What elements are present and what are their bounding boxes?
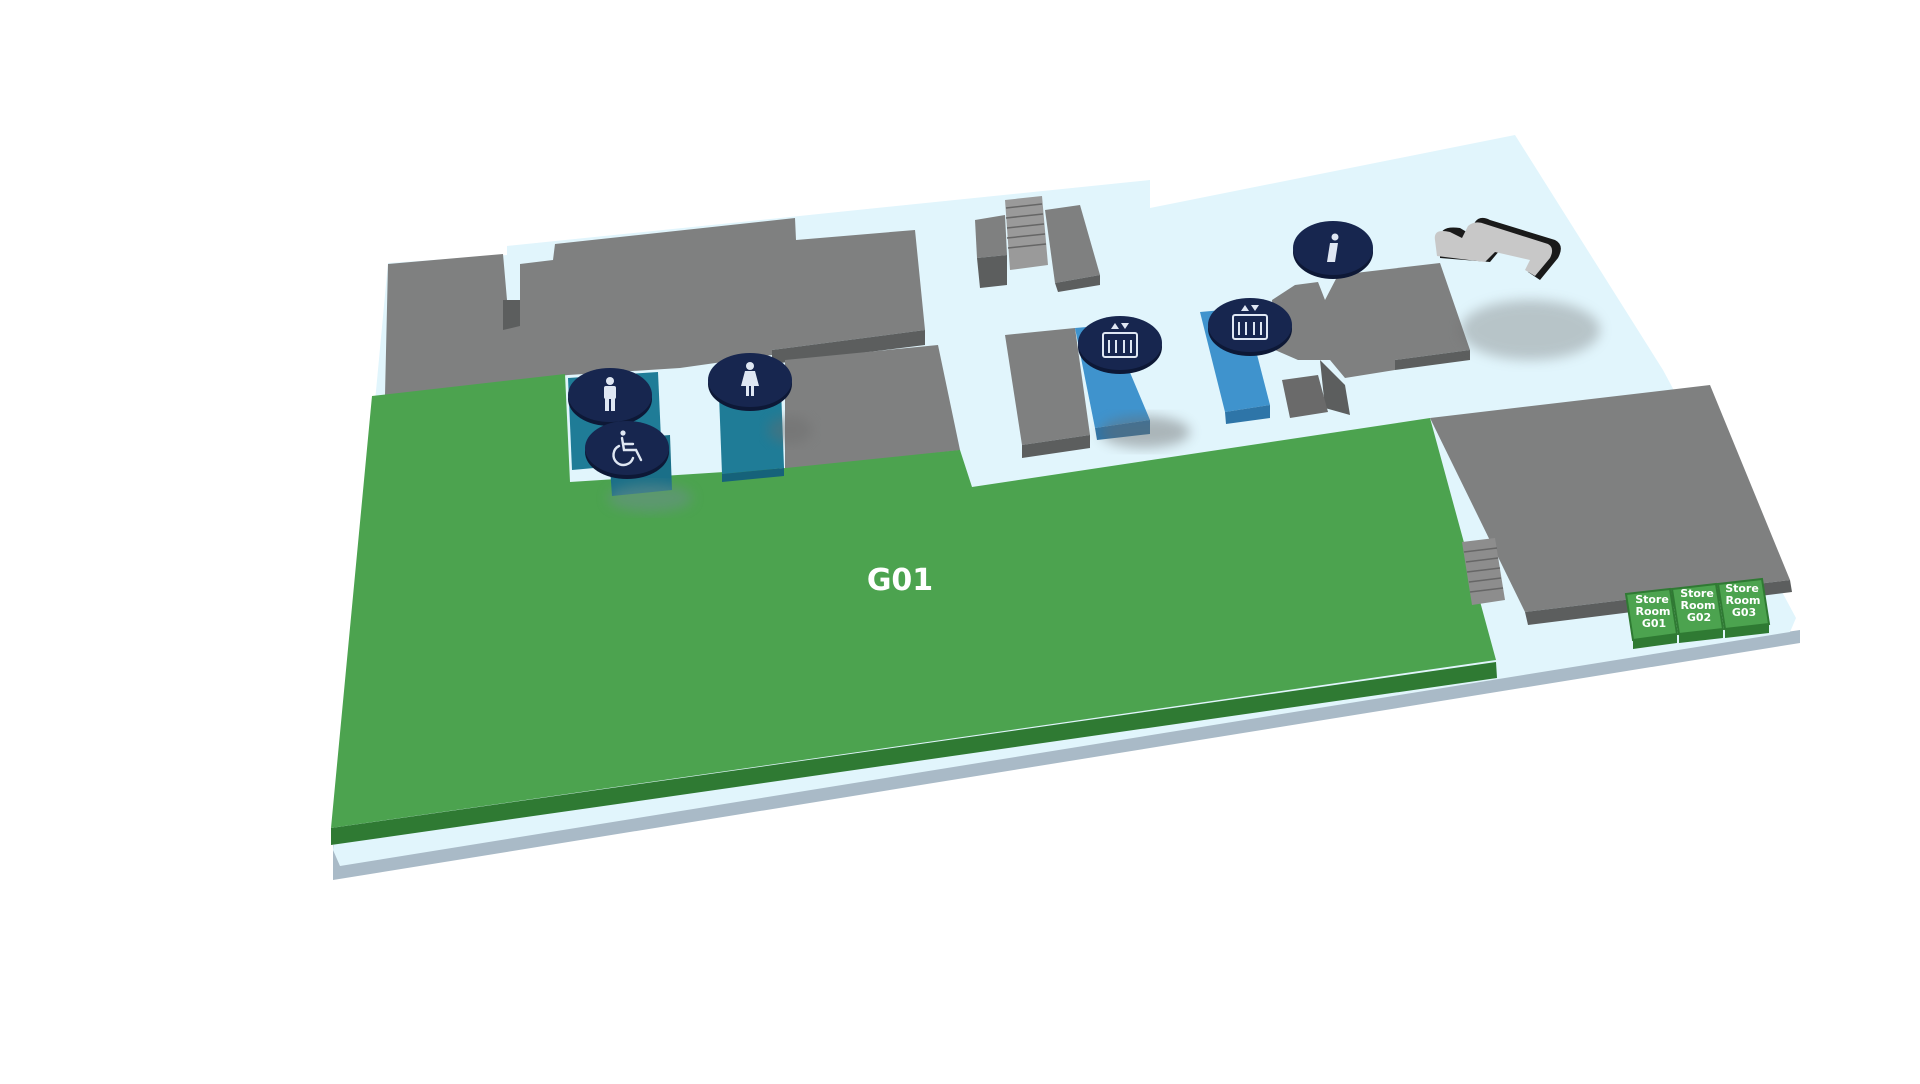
wall-block-info-area bbox=[1272, 263, 1470, 418]
svg-text:Store: Store bbox=[1725, 582, 1759, 595]
poi-lift-left[interactable] bbox=[1078, 316, 1162, 374]
svg-text:Store: Store bbox=[1635, 593, 1669, 606]
female-icon bbox=[741, 362, 759, 396]
svg-text:Room: Room bbox=[1725, 594, 1760, 607]
store-room-g03[interactable]: Store Room G03 bbox=[1716, 577, 1771, 638]
svg-text:Room: Room bbox=[1680, 599, 1715, 612]
store-room-g02[interactable]: Store Room G02 bbox=[1670, 582, 1725, 643]
svg-text:G03: G03 bbox=[1732, 606, 1756, 619]
store-rooms: Store Room G01 Store Room G02 Store Room… bbox=[1624, 577, 1771, 649]
room-g01-side bbox=[331, 662, 1497, 845]
poi-lift-right[interactable] bbox=[1208, 298, 1292, 356]
poi-information[interactable] bbox=[1293, 221, 1373, 279]
escalator bbox=[1434, 217, 1600, 360]
wall-block-upper-left bbox=[385, 218, 925, 395]
svg-text:G02: G02 bbox=[1687, 611, 1711, 624]
poi-markers bbox=[568, 221, 1373, 479]
wheelchair-icon bbox=[612, 430, 643, 467]
lift-icon bbox=[1102, 323, 1138, 358]
svg-text:Store: Store bbox=[1680, 587, 1714, 600]
svg-text:G01: G01 bbox=[1642, 617, 1666, 630]
poi-male-toilet[interactable] bbox=[568, 368, 652, 426]
svg-text:Room: Room bbox=[1635, 605, 1670, 618]
poi-female-toilet[interactable] bbox=[708, 353, 792, 411]
room-g01-label: G01 bbox=[867, 563, 933, 598]
info-icon bbox=[1327, 233, 1339, 262]
floor-slab-side bbox=[333, 630, 1800, 880]
lift-core-left bbox=[1005, 328, 1090, 458]
male-icon bbox=[604, 377, 616, 411]
stairs-top bbox=[975, 196, 1100, 292]
lift-icon bbox=[1232, 305, 1268, 340]
store-room-g01[interactable]: Store Room G01 bbox=[1624, 587, 1679, 649]
poi-accessible-toilet[interactable] bbox=[585, 421, 669, 479]
